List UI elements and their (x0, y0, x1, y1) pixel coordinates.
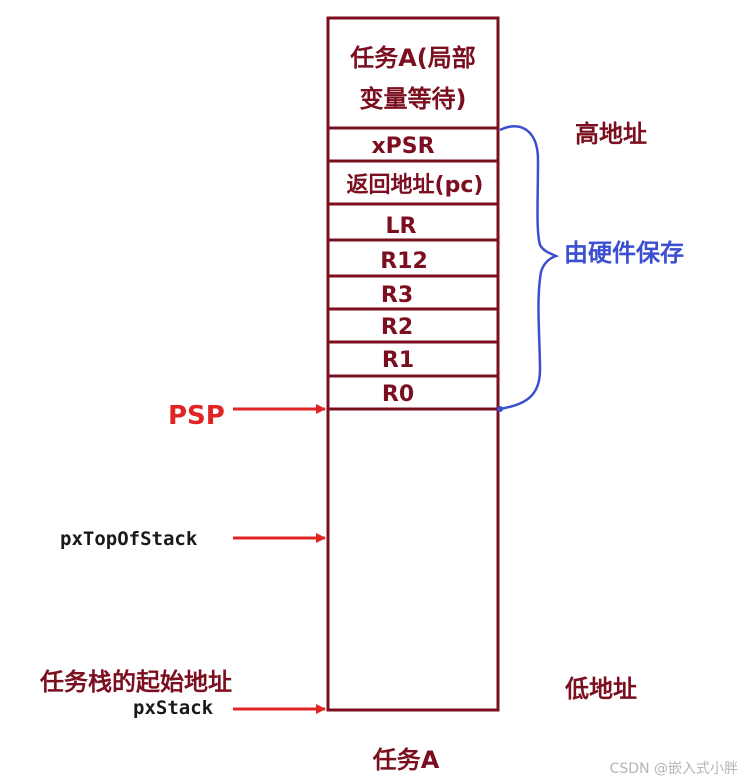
task-name-label: 任务A (372, 746, 440, 774)
psp-label: PSP (168, 401, 225, 431)
stack-dividers (328, 126, 498, 411)
px-stack-label: pxStack (133, 697, 214, 719)
register-r3: R3 (381, 283, 413, 308)
register-r12: R12 (380, 249, 428, 274)
px-top-of-stack-label: pxTopOfStack (60, 528, 198, 550)
register-r1: R1 (382, 348, 414, 373)
register-xpsr: xPSR (371, 134, 434, 159)
hardware-saved-label: 由硬件保存 (564, 239, 684, 267)
hardware-saved-brace (499, 125, 560, 411)
register-r0: R0 (382, 382, 414, 407)
csdn-watermark: CSDN @嵌入式小胖 (610, 761, 738, 777)
register-r2: R2 (381, 315, 413, 340)
register-lr: LR (386, 214, 417, 239)
task-stack-start-label: 任务栈的起始地址 (39, 668, 232, 696)
register-return-address: 返回地址(pc) (347, 173, 484, 198)
low-address-label: 低地址 (564, 675, 637, 703)
stack-frame (326, 16, 500, 712)
task-locals-line1: 任务A(局部 (349, 44, 476, 72)
brace-end-dot (497, 406, 503, 412)
task-locals-line2: 变量等待) (360, 85, 467, 113)
high-address-label: 高地址 (575, 120, 647, 148)
